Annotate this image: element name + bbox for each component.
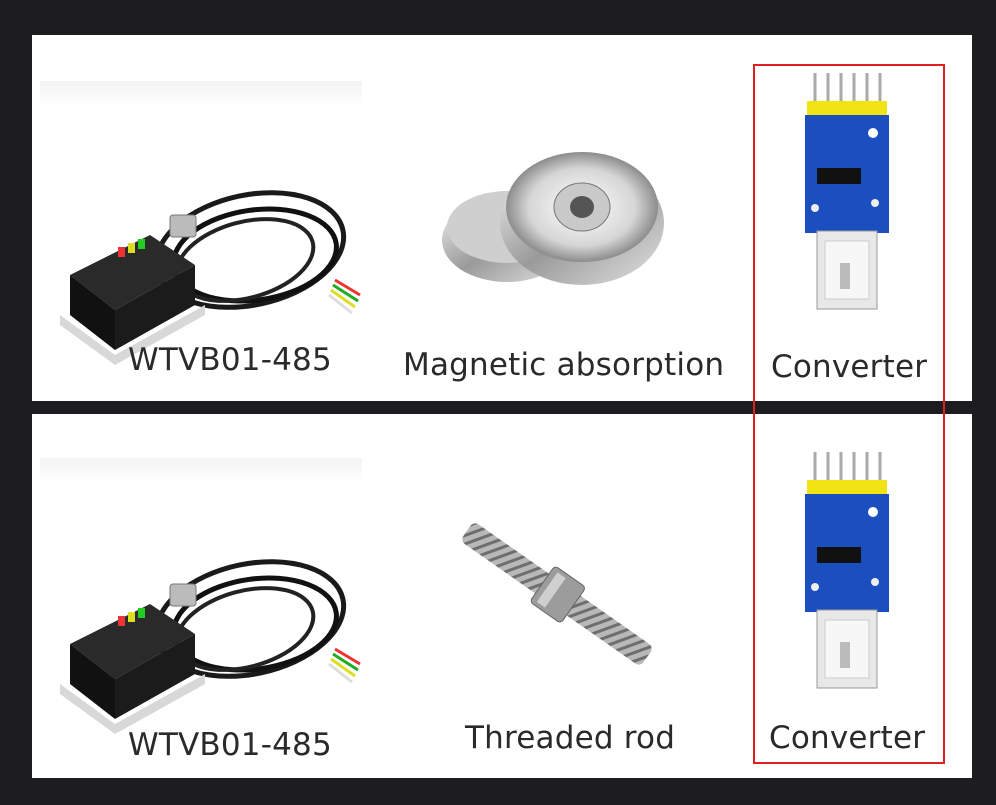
item-label: Converter [771,349,928,385]
item-label: Magnetic absorption [403,347,725,383]
product-row-1: WTVB01-485 [32,35,972,401]
item-label: WTVB01-485 [128,727,332,763]
sensor-image [50,165,370,375]
threaded-rod-image [447,514,667,674]
sensor-image [50,534,370,744]
magnet-image [437,145,667,295]
background-fade [40,458,362,482]
background-fade [40,81,362,107]
item-label: WTVB01-485 [128,342,332,378]
item-label: Converter [769,720,926,756]
converter-image [795,73,895,313]
item-label: Threaded rod [465,720,676,756]
converter-image [795,452,895,692]
product-row-2: WTVB01-485 Threaded rod [32,414,972,778]
